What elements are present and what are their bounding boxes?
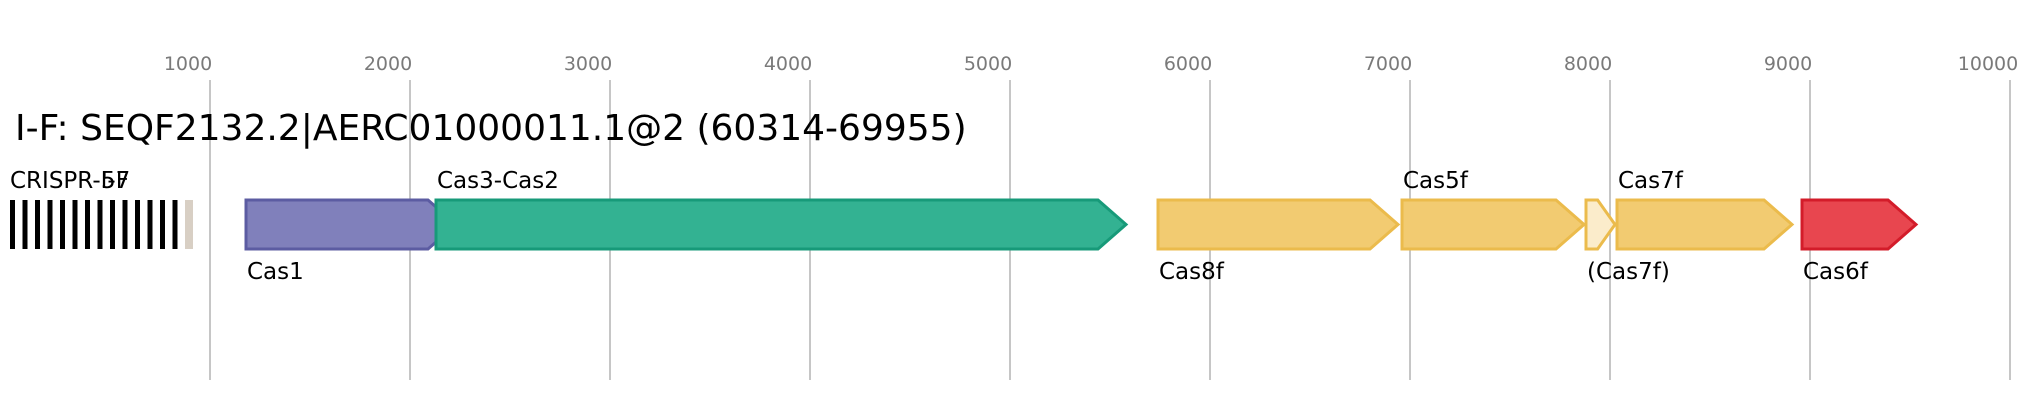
tick-label: 2000 xyxy=(364,53,412,75)
crispr-count-label: 57 xyxy=(101,168,130,194)
gene-arrow-cas5f[interactable] xyxy=(1400,198,1587,251)
gene-arrow-cas7f[interactable] xyxy=(1584,198,1617,251)
crispr-repeat xyxy=(47,200,53,249)
crispr-label: CRISPR-I-F xyxy=(10,168,129,194)
crispr-repeat xyxy=(135,200,140,249)
tick-label: 6000 xyxy=(1164,53,1212,75)
diagram-title: I-F: SEQF2132.2|AERC01000011.1@2 (60314-… xyxy=(15,108,967,149)
gene-arrow-cas6f[interactable] xyxy=(1800,198,1919,251)
crispr-repeat xyxy=(122,200,128,249)
crispr-repeat xyxy=(35,200,40,249)
crispr-repeat xyxy=(60,200,65,249)
crispr-repeat xyxy=(22,200,28,249)
gene-label: (Cas7f) xyxy=(1587,259,1670,285)
gene-label: Cas6f xyxy=(1803,259,1869,285)
crispr-repeat xyxy=(10,200,15,249)
tick-label: 10000 xyxy=(1958,53,2018,75)
tick-label: 3000 xyxy=(564,53,612,75)
tick-label: 4000 xyxy=(764,53,812,75)
crispr-repeat xyxy=(147,200,153,249)
tick-label: 9000 xyxy=(1764,53,1812,75)
crispr-array: CRISPR-I-F57 xyxy=(10,168,193,249)
gene-arrow-cas7f[interactable] xyxy=(1615,198,1795,251)
gene-label: Cas3-Cas2 xyxy=(437,168,559,194)
gene-arrow-cas1[interactable] xyxy=(244,198,459,251)
crispr-repeat xyxy=(110,200,115,249)
gene-arrow-cas8f[interactable] xyxy=(1156,198,1401,251)
crispr-repeat xyxy=(172,200,178,249)
gene-label: Cas8f xyxy=(1159,259,1225,285)
gene-label: Cas5f xyxy=(1403,168,1469,194)
tick-label: 1000 xyxy=(164,53,212,75)
gene-label: Cas1 xyxy=(247,259,304,285)
tick-label: 7000 xyxy=(1364,53,1412,75)
gene-label: Cas7f xyxy=(1618,168,1684,194)
gene-arrow-cas3-cas2[interactable] xyxy=(434,198,1129,251)
crispr-repeat xyxy=(97,200,103,249)
tick-label: 8000 xyxy=(1564,53,1612,75)
crispr-array-end xyxy=(185,200,193,249)
crispr-repeat xyxy=(85,200,90,249)
crispr-repeat xyxy=(72,200,78,249)
crispr-repeat xyxy=(160,200,165,249)
tick-label: 5000 xyxy=(964,53,1012,75)
